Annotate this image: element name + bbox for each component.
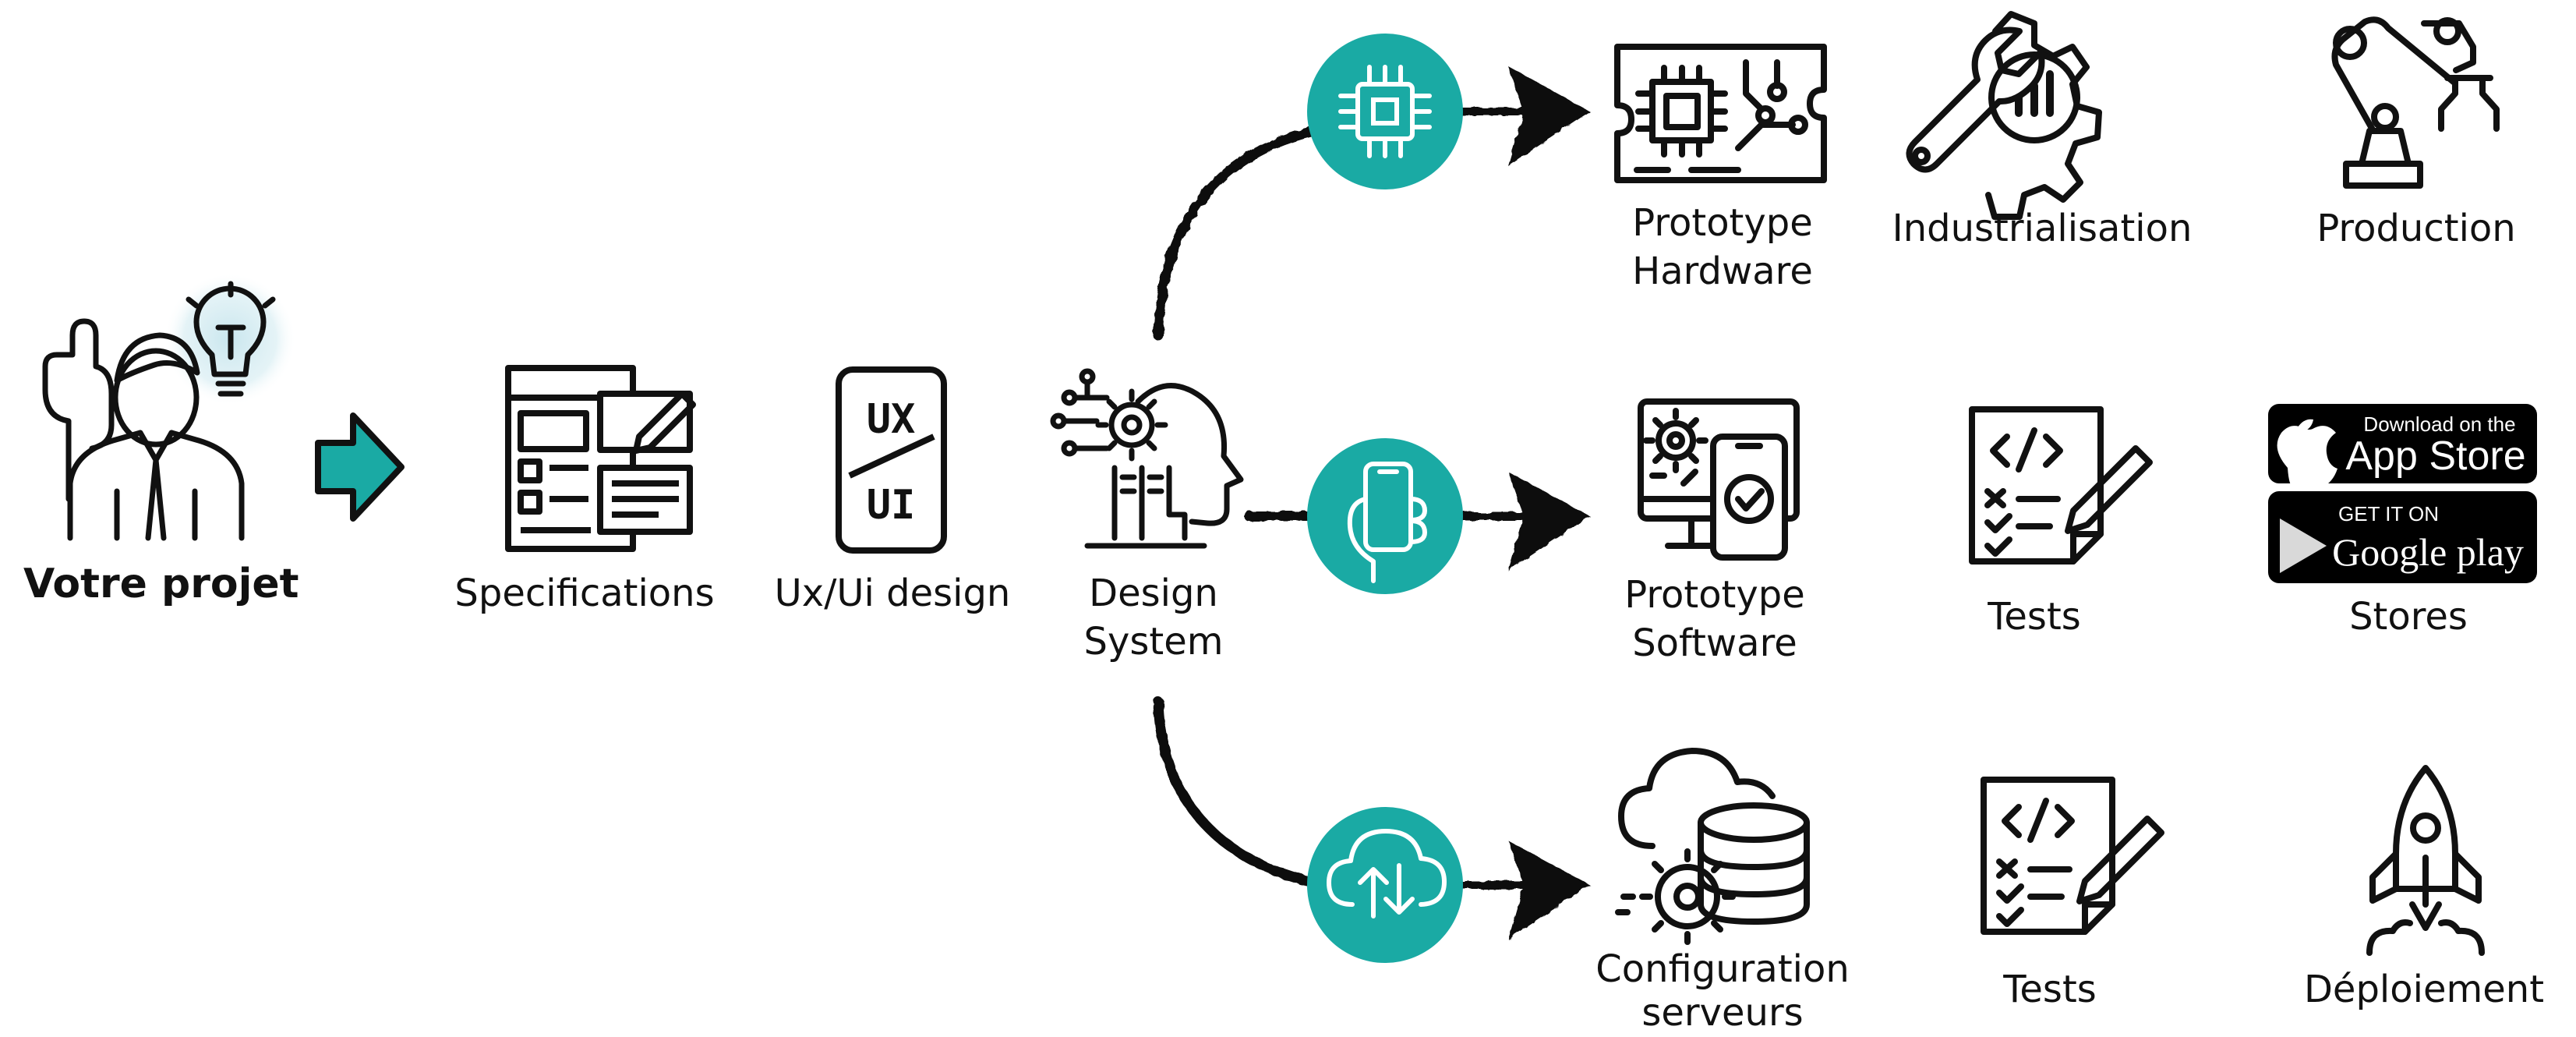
circuit-board-icon	[1614, 44, 1827, 183]
robot-arm-icon	[2331, 16, 2500, 189]
arrowhead-hw	[1508, 66, 1590, 166]
cloud-sync-icon	[1307, 807, 1463, 963]
google-play-big-text: Google play	[2332, 530, 2524, 574]
branch-up-curve	[1153, 123, 1330, 341]
label-tests-software: Tests	[1988, 595, 2081, 639]
ai-head-gears-icon	[1050, 368, 1244, 549]
right-arrow-icon	[315, 412, 405, 522]
google-play-badge[interactable]: GET IT ON Google play	[2268, 491, 2537, 583]
branch-down-curve	[1153, 696, 1330, 890]
label-industrialisation: Industrialisation	[1892, 207, 2193, 250]
label-prototype-hardware-line1: Prototype	[1632, 201, 1813, 245]
label-configuration-serveurs-line2: serveurs	[1641, 991, 1804, 1035]
code-checklist-pencil-icon	[1981, 777, 2164, 935]
ui-icon-text: UI	[867, 482, 916, 529]
google-play-small-text: GET IT ON	[2338, 502, 2439, 526]
arrow-heads	[1508, 66, 1590, 940]
label-design-system-line2: System	[1083, 620, 1224, 664]
ux-icon-text: UX	[867, 396, 916, 443]
chip-icon	[1307, 34, 1463, 189]
document-layout-icon	[505, 365, 696, 552]
app-store-small-text: Download on the	[2363, 412, 2515, 436]
label-tests-serveurs: Tests	[2003, 968, 2097, 1011]
label-design-system-line1: Design	[1089, 572, 1218, 615]
label-deploiement: Déploiement	[2303, 968, 2545, 1011]
label-production: Production	[2316, 207, 2516, 250]
label-configuration-serveurs-line1: Configuration	[1595, 947, 1850, 991]
rocket-launch-icon	[2366, 765, 2485, 956]
label-ux-ui-design: Ux/Ui design	[774, 572, 1011, 615]
label-prototype-hardware-line2: Hardware	[1632, 250, 1813, 293]
app-store-badge[interactable]: Download on the App Store	[2268, 404, 2537, 489]
arrowhead-srv	[1508, 841, 1590, 940]
mobile-ux-ui-icon: UX UI	[836, 366, 947, 554]
phone-in-hand-icon	[1307, 438, 1463, 594]
label-prototype-software-line1: Prototype	[1624, 573, 1805, 617]
gear-wrench-chart-icon	[1906, 11, 2102, 220]
arrowhead-sw	[1508, 472, 1590, 571]
label-stores: Stores	[2349, 595, 2468, 639]
label-prototype-software-line2: Software	[1632, 621, 1797, 665]
label-votre-projet: Votre projet	[23, 561, 299, 607]
app-store-big-text: App Store	[2345, 434, 2525, 479]
label-specifications: Specifications	[454, 572, 715, 615]
cloud-database-gear-icon	[1615, 748, 1810, 945]
code-checklist-pencil-icon	[1969, 406, 2153, 565]
monitor-phone-settings-icon	[1638, 398, 1800, 561]
person-with-lightbulb-icon	[42, 273, 296, 541]
